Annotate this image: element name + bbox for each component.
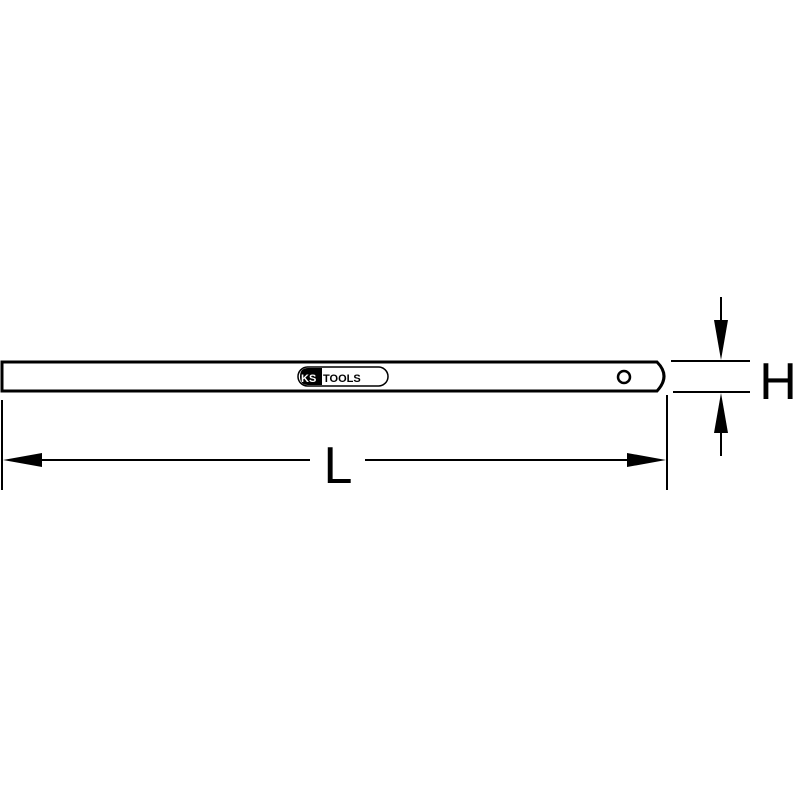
logo-tools-text: TOOLS: [323, 373, 361, 385]
arrow-right-icon: [627, 453, 666, 467]
length-label: L: [324, 437, 353, 495]
length-dimension: L: [1, 395, 668, 495]
height-dimension: H: [671, 297, 797, 456]
height-label: H: [759, 353, 797, 411]
arrow-left-icon: [3, 453, 42, 467]
arrow-up-icon: [714, 393, 728, 433]
arrow-down-icon: [714, 320, 728, 360]
hanging-hole-icon: [616, 369, 632, 385]
ks-tools-logo: KS TOOLS: [297, 366, 389, 387]
logo-ks-text: KS: [301, 373, 316, 385]
